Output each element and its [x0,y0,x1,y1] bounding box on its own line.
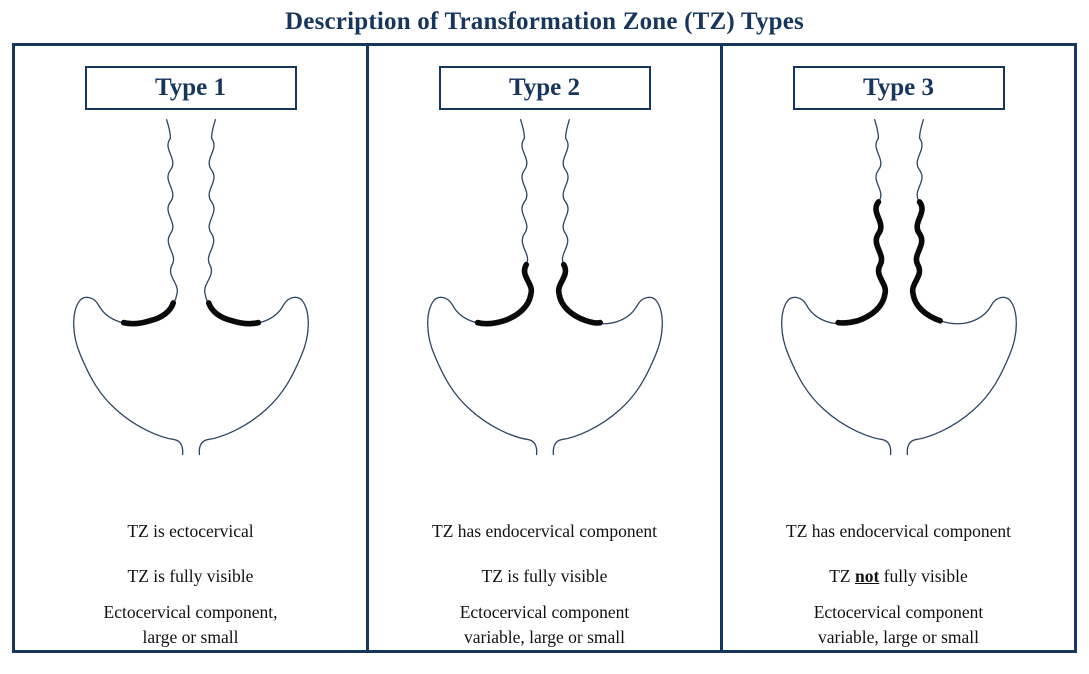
cervix-diagram-type-1 [72,118,309,455]
cervix-outline-left [780,118,891,455]
type-2-label: Type 2 [508,73,581,101]
panel-type-3: Type 3 TZ has endocervical component TZ … [720,46,1074,650]
tz-visibility-text: TZ not fully visible [723,566,1074,587]
visibility-prefix: TZ [829,566,855,586]
cervix-outline-right [552,118,663,455]
tz-component-text: TZ has endocervical component [432,521,657,541]
caption-type-3: TZ has endocervical component TZ not ful… [723,469,1074,650]
visibility-suffix: fully visible [879,566,968,586]
cervix-outline-left [72,118,183,455]
tz-marking-right [205,299,261,326]
visibility-prefix: TZ is fully visible [481,566,608,586]
ecto-line-1: Ectocervical component [459,602,630,622]
cervix-diagram-type-2 [426,118,663,455]
type-3-label-box: Type 3 [792,66,1005,110]
type-1-label: Type 1 [154,73,227,101]
cervix-outline-right [198,118,309,455]
visibility-prefix: TZ is fully visible [127,566,254,586]
caption-type-2: TZ has endocervical component TZ is full… [369,469,720,650]
tz-marking-right [555,261,603,326]
type-3-label: Type 3 [862,73,935,101]
tz-marking-left [834,198,888,326]
tz-visibility-text: TZ is fully visible [15,566,366,587]
panel-type-2: Type 2 TZ has endocervical component TZ … [366,46,720,650]
ecto-line-2: large or small [142,627,239,647]
ecto-line-2: variable, large or small [463,627,625,647]
tz-component-text: TZ is ectocervical [127,521,254,541]
visibility-emphasis: not [854,566,880,586]
tz-marking-left [474,261,534,326]
tz-marking-right [909,198,943,324]
ecto-component-text: Ectocervical component variable, large o… [723,600,1074,650]
cervix-outline-left [426,118,537,455]
cervix-outline-right [906,118,1017,455]
cervix-diagram-type-3 [780,118,1017,455]
tz-visibility-text: TZ is fully visible [369,566,720,587]
type-1-label-box: Type 1 [84,66,297,110]
ecto-line-1: Ectocervical component [813,602,984,622]
panel-type-1: Type 1 TZ is ectocervical TZ is fully vi… [15,46,366,650]
type-2-label-box: Type 2 [438,66,651,110]
ecto-component-text: Ectocervical component variable, large o… [369,600,720,650]
tz-marking-left [120,299,176,326]
ecto-component-text: Ectocervical component, large or small [15,600,366,650]
page-title: Description of Transformation Zone (TZ) … [285,8,804,35]
caption-type-1: TZ is ectocervical TZ is fully visible E… [15,469,366,650]
ecto-line-2: variable, large or small [817,627,979,647]
diagram-frame: Type 1 TZ is ectocervical TZ is fully vi… [12,43,1077,653]
tz-component-text: TZ has endocervical component [786,521,1011,541]
ecto-line-1: Ectocervical component, [103,602,278,622]
